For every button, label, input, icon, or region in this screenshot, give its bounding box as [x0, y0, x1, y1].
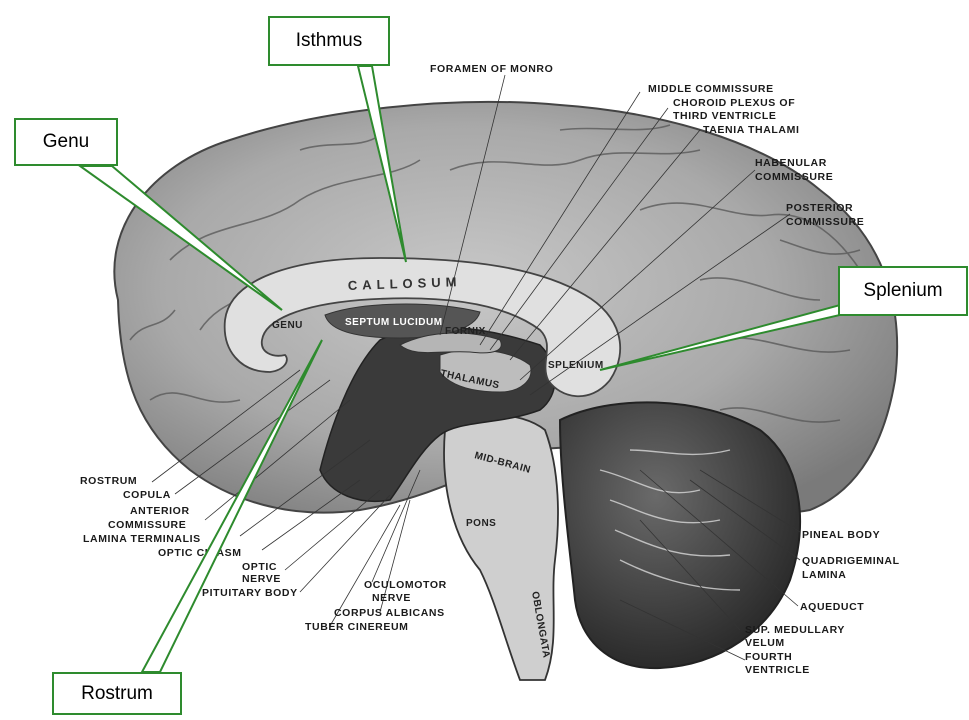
fornix-label: FORNIX — [445, 326, 486, 337]
label-optic-chiasm: OPTIC CHIASM — [158, 547, 242, 559]
label-habenular-1: HABENULAR — [755, 157, 827, 169]
splenium-callout: Splenium — [838, 266, 968, 316]
genu-callout-text: Genu — [43, 131, 89, 153]
label-copula: COPULA — [123, 489, 171, 501]
label-oculomotor-nerve: NERVE — [372, 592, 411, 604]
label-nerve: NERVE — [242, 573, 281, 585]
genu-inner-label: GENU — [272, 320, 303, 331]
label-quadrigeminal: QUADRIGEMINAL — [802, 555, 900, 567]
splenium-inner-label: SPLENIUM — [548, 360, 604, 371]
pons-label: PONS — [466, 518, 496, 529]
label-corpus-albicans: CORPUS ALBICANS — [334, 607, 445, 619]
genu-callout: Genu — [14, 118, 118, 166]
label-tuber-cinereum: TUBER CINEREUM — [305, 621, 408, 633]
label-pituitary-body: PITUITARY BODY — [202, 587, 298, 599]
splenium-callout-text: Splenium — [863, 280, 942, 302]
label-habenular-2: COMMISSURE — [755, 171, 833, 183]
label-optic: OPTIC — [242, 561, 277, 573]
label-ventricle: VENTRICLE — [745, 664, 810, 676]
label-foramen-of-monro: FORAMEN OF MONRO — [430, 63, 553, 75]
label-pineal-body: PINEAL BODY — [802, 529, 880, 541]
label-anterior: ANTERIOR — [130, 505, 190, 517]
isthmus-callout: Isthmus — [268, 16, 390, 66]
label-posterior-2: COMMISSURE — [786, 216, 864, 228]
label-aqueduct: AQUEDUCT — [800, 601, 864, 613]
label-sup-medullary: SUP. MEDULLARY — [745, 624, 845, 636]
label-middle-commissure: MIDDLE COMMISSURE — [648, 83, 774, 95]
label-choroid-plexus-1: CHOROID PLEXUS OF — [673, 97, 795, 109]
label-fourth: FOURTH — [745, 651, 792, 663]
isthmus-callout-text: Isthmus — [296, 30, 363, 52]
label-velum: VELUM — [745, 637, 785, 649]
label-lamina: LAMINA — [802, 569, 846, 581]
label-rostrum: ROSTRUM — [80, 475, 137, 487]
rostrum-callout: Rostrum — [52, 672, 182, 715]
label-choroid-plexus-2: THIRD VENTRICLE — [673, 110, 777, 122]
label-posterior-1: POSTERIOR — [786, 202, 853, 214]
label-taenia-thalami: TAENIA THALAMI — [703, 124, 799, 136]
label-lamina-terminalis: LAMINA TERMINALIS — [83, 533, 201, 545]
label-oculomotor: OCULOMOTOR — [364, 579, 447, 591]
septum-lucidum-label: SEPTUM LUCIDUM — [345, 317, 443, 328]
label-commissure: COMMISSURE — [108, 519, 186, 531]
rostrum-callout-text: Rostrum — [81, 683, 153, 705]
